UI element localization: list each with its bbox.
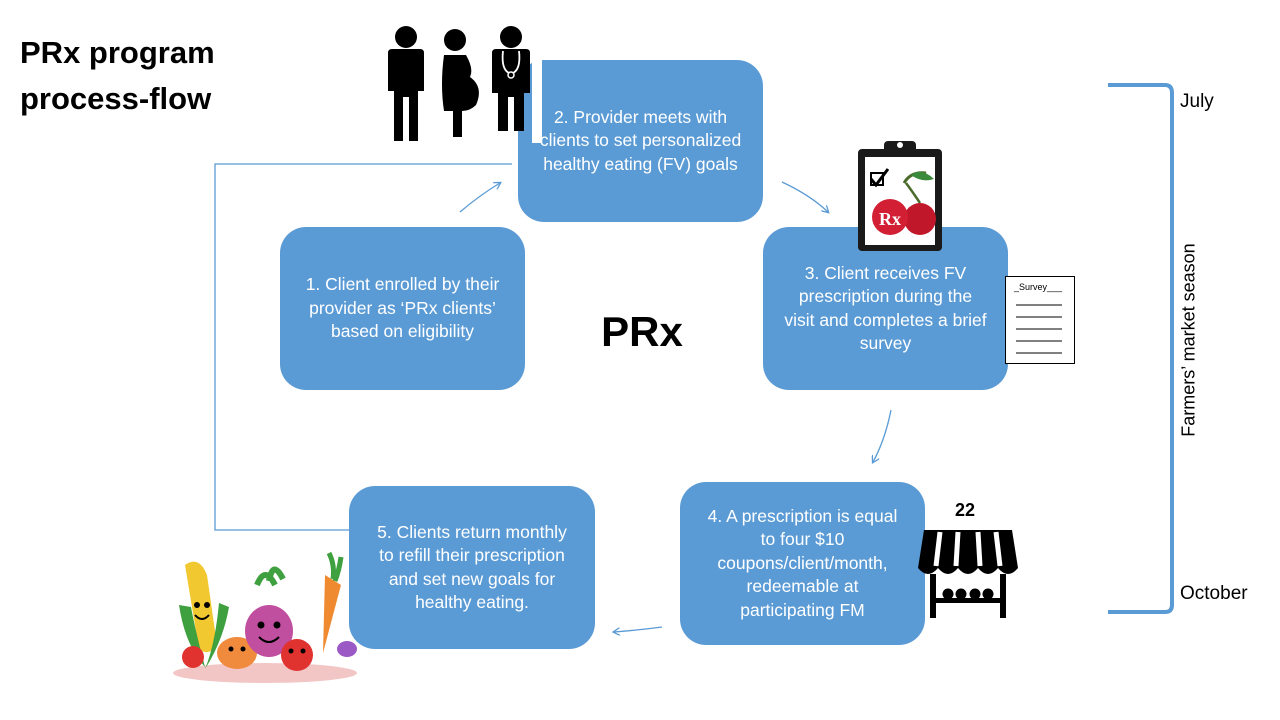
- step-2-text: 2. Provider meets with clients to set pe…: [539, 106, 742, 174]
- season-bracket: [1108, 83, 1174, 614]
- survey-document-icon: _Survey___: [1005, 276, 1075, 364]
- arrow-4-to-5: [614, 626, 663, 632]
- people-icon: [388, 26, 542, 143]
- arrow-3-to-4: [873, 409, 892, 462]
- season-start: July: [1180, 91, 1214, 112]
- step-3-box: 3. Client receives FV prescription durin…: [763, 227, 1008, 390]
- step-3-text: 3. Client receives FV prescription durin…: [784, 262, 987, 354]
- step-2-box: 2. Provider meets with clients to set pe…: [518, 60, 763, 222]
- clipboard-rx-icon: Rx: [858, 141, 942, 251]
- step-1-text: 1. Client enrolled by their provider as …: [305, 274, 500, 342]
- step-4-box: 4. A prescription is equal to four $10 c…: [680, 482, 925, 645]
- page-title: PRx program process-flow: [20, 30, 215, 122]
- loop-back-line: [214, 163, 512, 531]
- title-line-2: process-flow: [20, 81, 212, 116]
- center-label: PRx: [601, 308, 683, 355]
- arrow-1-to-2: [459, 183, 500, 213]
- season-end: October: [1180, 583, 1248, 604]
- title-line-1: PRx program: [20, 35, 215, 70]
- vegetables-illustration: [173, 551, 357, 683]
- step-5-box: 5. Clients return monthly to refill thei…: [349, 486, 595, 649]
- season-label: Farmers’ market season: [1178, 243, 1199, 437]
- step-4-text: 4. A prescription is equal to four $10 c…: [707, 505, 898, 620]
- arrow-2-to-3: [781, 181, 828, 212]
- market-stall-icon: [918, 530, 1018, 618]
- market-number: 22: [954, 500, 976, 520]
- step-5-text: 5. Clients return monthly to refill thei…: [377, 521, 567, 613]
- survey-label: _Survey___: [1014, 282, 1063, 292]
- step-1-box: 1. Client enrolled by their provider as …: [280, 227, 525, 390]
- rx-label: Rx: [879, 209, 901, 229]
- survey-lines: [1016, 304, 1062, 354]
